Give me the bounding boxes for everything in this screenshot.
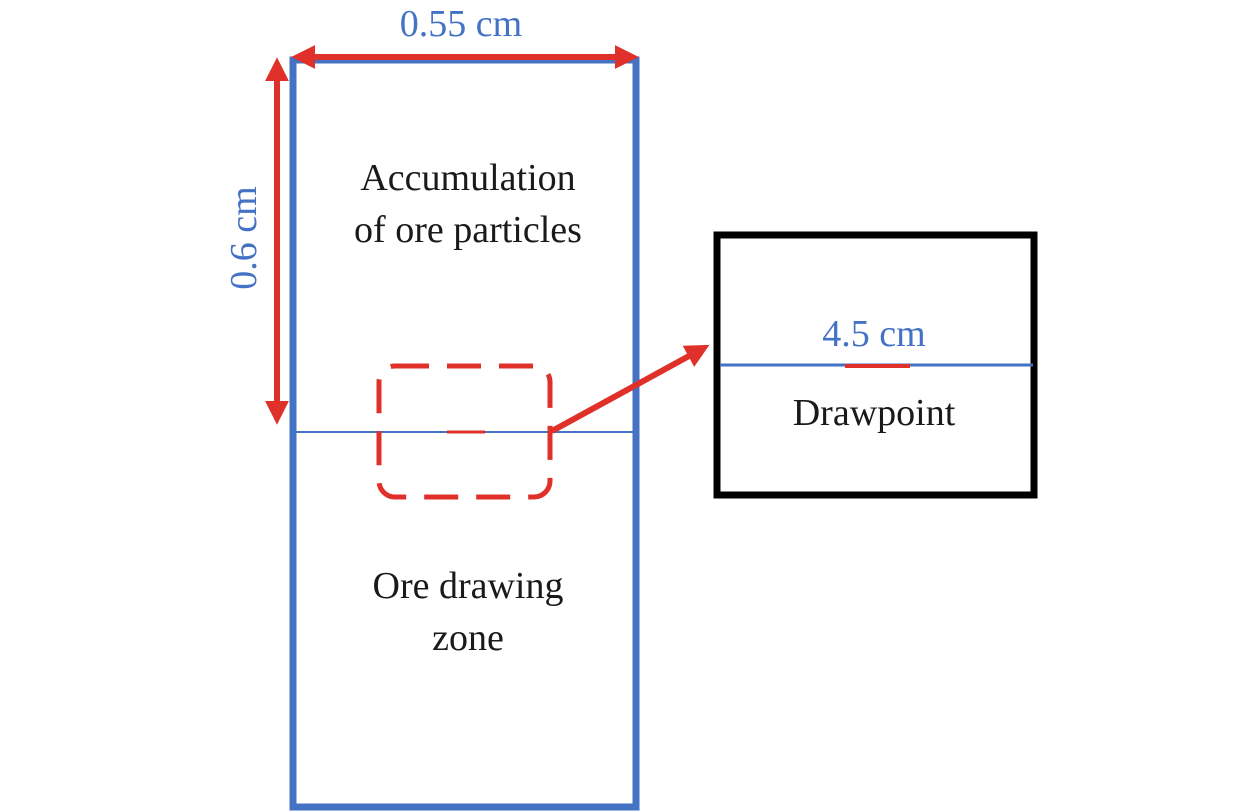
lower-zone-label-1: Ore drawing (373, 565, 564, 607)
lower-zone-label-2: zone (432, 617, 504, 659)
upper-zone-label-2: of ore particles (354, 209, 582, 251)
drawpoint-inset (713, 231, 1038, 499)
upper-zone-label-1: Accumulation (360, 157, 575, 199)
height-label: 0.6 cm (223, 186, 265, 289)
zoom-arrow (550, 344, 710, 434)
drawpoint-title: Drawpoint (793, 392, 956, 434)
width-label: 0.55 cm (400, 3, 522, 45)
drawpoint-width-label: 4.5 cm (822, 313, 925, 355)
zoom-region (376, 363, 553, 500)
